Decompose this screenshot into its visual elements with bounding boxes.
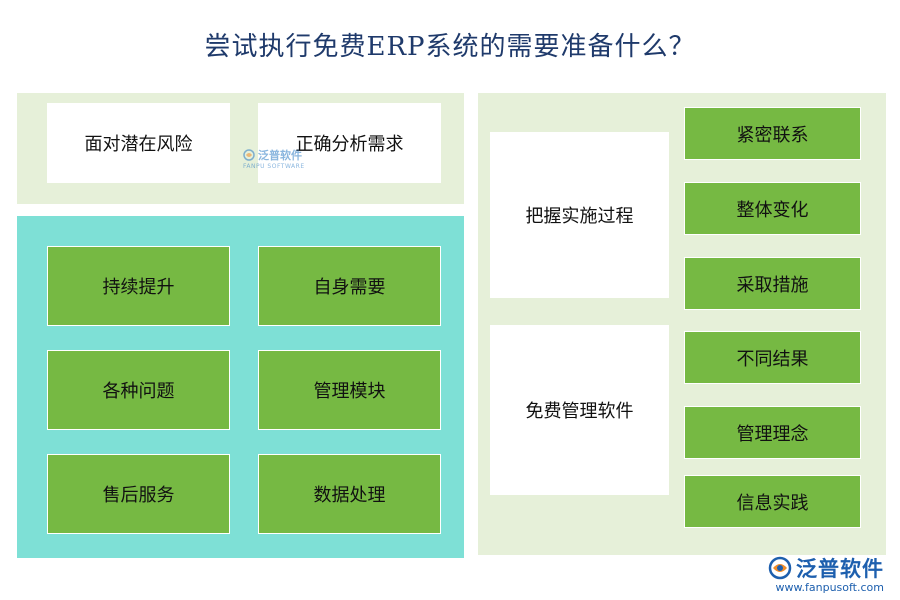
logo-brand: 泛普软件	[796, 557, 884, 581]
fanpu-logo-icon	[243, 149, 255, 161]
box-analyze-needs: 正确分析需求	[258, 103, 441, 183]
item-take-measures: 采取措施	[684, 257, 861, 310]
box-data-processing: 数据处理	[258, 454, 441, 534]
item-overall-change: 整体变化	[684, 182, 861, 235]
box-grasp-implementation: 把握实施过程	[490, 132, 669, 298]
box-own-needs: 自身需要	[258, 246, 441, 326]
fanpu-brand-icon	[768, 556, 792, 580]
box-continuous-improve: 持续提升	[47, 246, 230, 326]
item-info-practice: 信息实践	[684, 475, 861, 528]
logo-url: www.fanpusoft.com	[775, 581, 884, 594]
item-different-results: 不同结果	[684, 331, 861, 384]
item-close-contact: 紧密联系	[684, 107, 861, 160]
watermark-sub: FANPU SOFTWARE	[243, 163, 305, 170]
box-various-issues: 各种问题	[47, 350, 230, 430]
box-free-software: 免费管理软件	[490, 325, 669, 495]
watermark: 泛普软件 FANPU SOFTWARE	[243, 147, 305, 170]
fanpu-logo: 泛普软件 www.fanpusoft.com	[768, 553, 884, 594]
box-face-risk: 面对潜在风险	[47, 103, 230, 183]
item-management-concept: 管理理念	[684, 406, 861, 459]
watermark-brand: 泛普软件	[258, 149, 302, 162]
box-after-sales: 售后服务	[47, 454, 230, 534]
box-management-module: 管理模块	[258, 350, 441, 430]
page-title: 尝试执行免费ERP系统的需要准备什么？	[204, 32, 696, 62]
